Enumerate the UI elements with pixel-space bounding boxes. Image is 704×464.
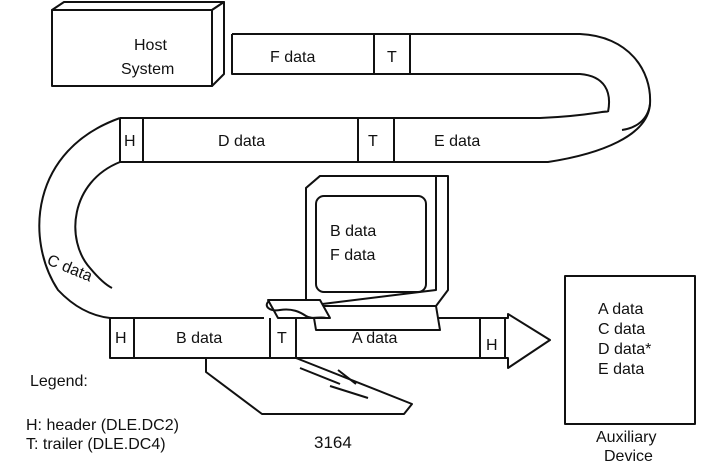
- e-data-label: E data: [434, 133, 480, 150]
- auxiliary-label-line1: Auxiliary: [596, 429, 656, 446]
- top-trailer-label: T: [387, 49, 397, 66]
- bottom-trailer-label: T: [277, 330, 287, 347]
- legend-header: H: header (DLE.DC2): [26, 417, 179, 434]
- terminal-3164: [205, 175, 449, 415]
- host-label-line2: System: [121, 61, 174, 78]
- middle-header-label: H: [124, 133, 136, 150]
- host-label-line1: Host: [134, 37, 167, 54]
- middle-trailer-label: T: [368, 133, 378, 150]
- tape-curve: [38, 117, 121, 319]
- b-data-label: B data: [176, 330, 222, 347]
- host-system-box: [51, 1, 225, 87]
- tape-middle: [119, 103, 651, 163]
- screen-line1: B data: [330, 223, 376, 240]
- aux-item-c: C data: [598, 321, 646, 338]
- bottom-header-label-2: H: [486, 337, 498, 354]
- aux-item-e: E data: [598, 361, 645, 378]
- bottom-header-label: H: [115, 330, 127, 347]
- tape-bottom: [109, 313, 551, 369]
- auxiliary-data-list: A data C data D data* E data: [598, 300, 651, 380]
- f-data-label: F data: [270, 49, 315, 66]
- screen-line2: F data: [330, 247, 375, 264]
- d-data-label: D data: [218, 133, 265, 150]
- auxiliary-device-box: [564, 275, 696, 425]
- a-data-label: A data: [352, 330, 397, 347]
- terminal-label: 3164: [314, 433, 352, 452]
- legend-trailer: T: trailer (DLE.DC4): [26, 436, 166, 453]
- aux-item-a: A data: [598, 301, 644, 318]
- legend-title: Legend:: [30, 373, 88, 390]
- auxiliary-label-line2: Device: [604, 448, 653, 464]
- aux-item-d: D data*: [598, 341, 652, 358]
